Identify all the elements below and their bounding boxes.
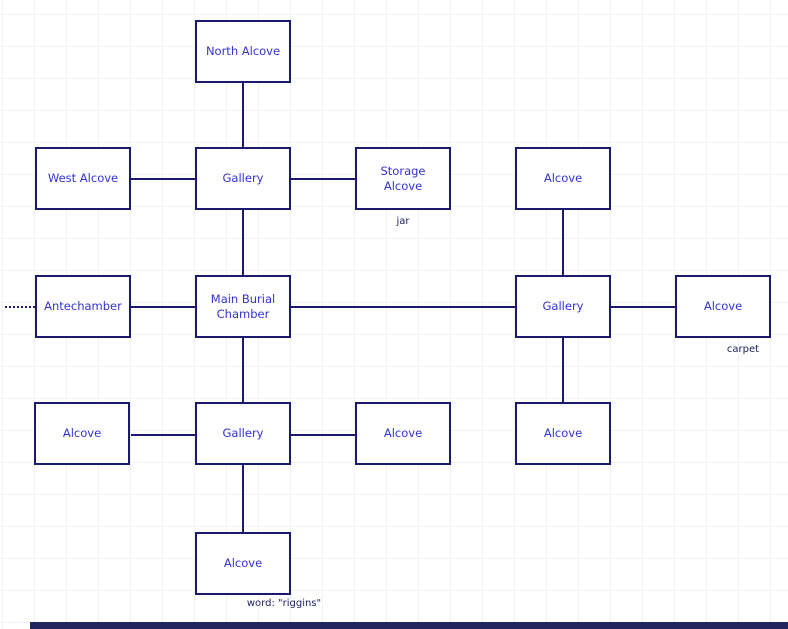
room-label: Alcove [383,426,423,441]
room-label: Alcove [223,556,263,571]
room-alcove-northeast[interactable]: Alcove [515,147,611,210]
room-gallery-south[interactable]: Gallery [195,402,291,465]
horizontal-scrollbar[interactable] [30,622,788,629]
edge-gallery-north-main-burial-chamber[interactable] [242,209,244,276]
edge-west-alcove-gallery-north[interactable] [131,178,195,180]
edge-gallery-east-alcove-southeast[interactable] [562,337,564,403]
annotation-jar[interactable]: jar [396,216,410,227]
annotation-word-riggins[interactable]: word: "riggins" [246,598,322,609]
room-label: North Alcove [205,44,281,59]
edge-main-burial-chamber-gallery-south[interactable] [242,337,244,403]
room-gallery-north[interactable]: Gallery [195,147,291,210]
room-label: Storage Alcove [380,163,426,193]
room-label: West Alcove [47,171,119,186]
edge-north-alcove-gallery-north[interactable] [242,82,244,148]
room-alcove-south-mid[interactable]: Alcove [355,402,451,465]
room-label: Alcove [543,426,583,441]
edge-alcove-northeast-gallery-east[interactable] [562,209,564,276]
room-label: Main Burial Chamber [210,291,276,321]
annotation-carpet[interactable]: carpet [726,344,760,355]
room-antechamber[interactable]: Antechamber [35,275,131,338]
room-label: Gallery [542,299,584,314]
edge-antechamber-main-burial-chamber[interactable] [131,306,195,308]
room-main-burial-chamber[interactable]: Main Burial Chamber [195,275,291,338]
room-label: Alcove [62,426,102,441]
room-label: Alcove [703,299,743,314]
room-label: Antechamber [44,299,122,314]
room-label: Gallery [222,426,264,441]
room-label: Gallery [222,171,264,186]
room-west-alcove[interactable]: West Alcove [35,147,131,210]
edge-gallery-east-alcove-east[interactable] [611,306,675,308]
room-storage-alcove[interactable]: Storage Alcove [355,147,451,210]
room-label: Alcove [543,171,583,186]
edge-gallery-north-storage-alcove[interactable] [291,178,355,180]
room-alcove-southwest[interactable]: Alcove [34,402,130,465]
edge-gallery-south-alcove-bottom[interactable] [242,464,244,533]
room-alcove-bottom[interactable]: Alcove [195,532,291,595]
room-gallery-east[interactable]: Gallery [515,275,611,338]
room-alcove-southeast[interactable]: Alcove [515,402,611,465]
room-alcove-east[interactable]: Alcove [675,275,771,338]
room-north-alcove[interactable]: North Alcove [195,20,291,83]
edge-alcove-southwest-gallery-south[interactable] [131,434,195,436]
edge-main-burial-chamber-gallery-east[interactable] [291,306,515,308]
edge-antechamber-west-exit-dotted[interactable] [5,306,35,308]
edge-gallery-south-alcove-south-mid[interactable] [291,434,355,436]
